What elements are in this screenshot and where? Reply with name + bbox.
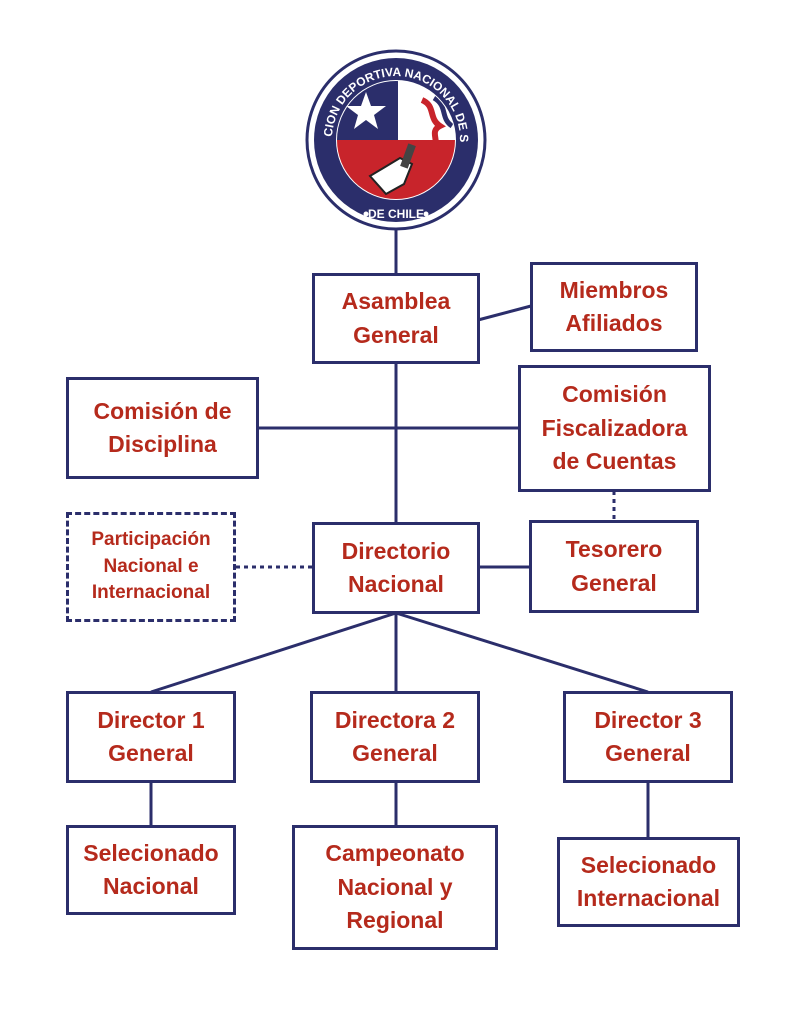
logo-ring-text-bottom: DE CHILE <box>368 207 424 221</box>
line-asamblea-miembros <box>477 304 532 322</box>
node-label: Directorio Nacional <box>341 537 451 597</box>
node-label: Selecionado Internacional <box>576 851 721 911</box>
node-tesorero-general: Tesorero General <box>529 520 699 613</box>
node-label: Director 3 General <box>594 706 702 766</box>
node-label: Participación Nacional e Internacional <box>91 528 211 604</box>
federation-logo: FEDERACION DEPORTIVA NACIONAL DE SORDOS … <box>304 48 487 231</box>
node-comision-disciplina: Comisión de Disciplina <box>66 377 259 479</box>
node-directorio-nacional: Directorio Nacional <box>312 522 480 614</box>
node-label: Tesorero General <box>565 536 663 596</box>
node-label: Director 1 General <box>97 706 205 766</box>
node-participacion: Participación Nacional e Internacional <box>66 512 236 622</box>
node-label: Directora 2 General <box>334 706 456 766</box>
node-label: Asamblea General <box>341 288 451 348</box>
node-director3: Director 3 General <box>563 691 733 783</box>
node-comision-fiscalizadora: Comisión Fiscalizadora de Cuentas <box>518 365 711 492</box>
node-label: Comisión de Disciplina <box>93 397 232 457</box>
node-campeonato: Campeonato Nacional y Regional <box>292 825 498 950</box>
node-director1: Director 1 General <box>66 691 236 783</box>
line-directorio-director3 <box>395 611 649 694</box>
node-label: Campeonato Nacional y Regional <box>325 840 465 934</box>
node-miembros-afiliados: Miembros Afiliados <box>530 262 698 352</box>
node-label: Comisión Fiscalizadora de Cuentas <box>541 381 688 475</box>
node-asamblea-general: Asamblea General <box>312 273 480 364</box>
line-directorio-director1 <box>150 611 397 694</box>
node-label: Selecionado Nacional <box>83 839 219 899</box>
torch-hand-icon <box>368 156 414 196</box>
node-seleccionado-internacional: Selecionado Internacional <box>557 837 740 927</box>
node-seleccionado-nacional: Selecionado Nacional <box>66 825 236 915</box>
node-label: Miembros Afiliados <box>559 276 669 336</box>
node-directora2: Directora 2 General <box>310 691 480 783</box>
